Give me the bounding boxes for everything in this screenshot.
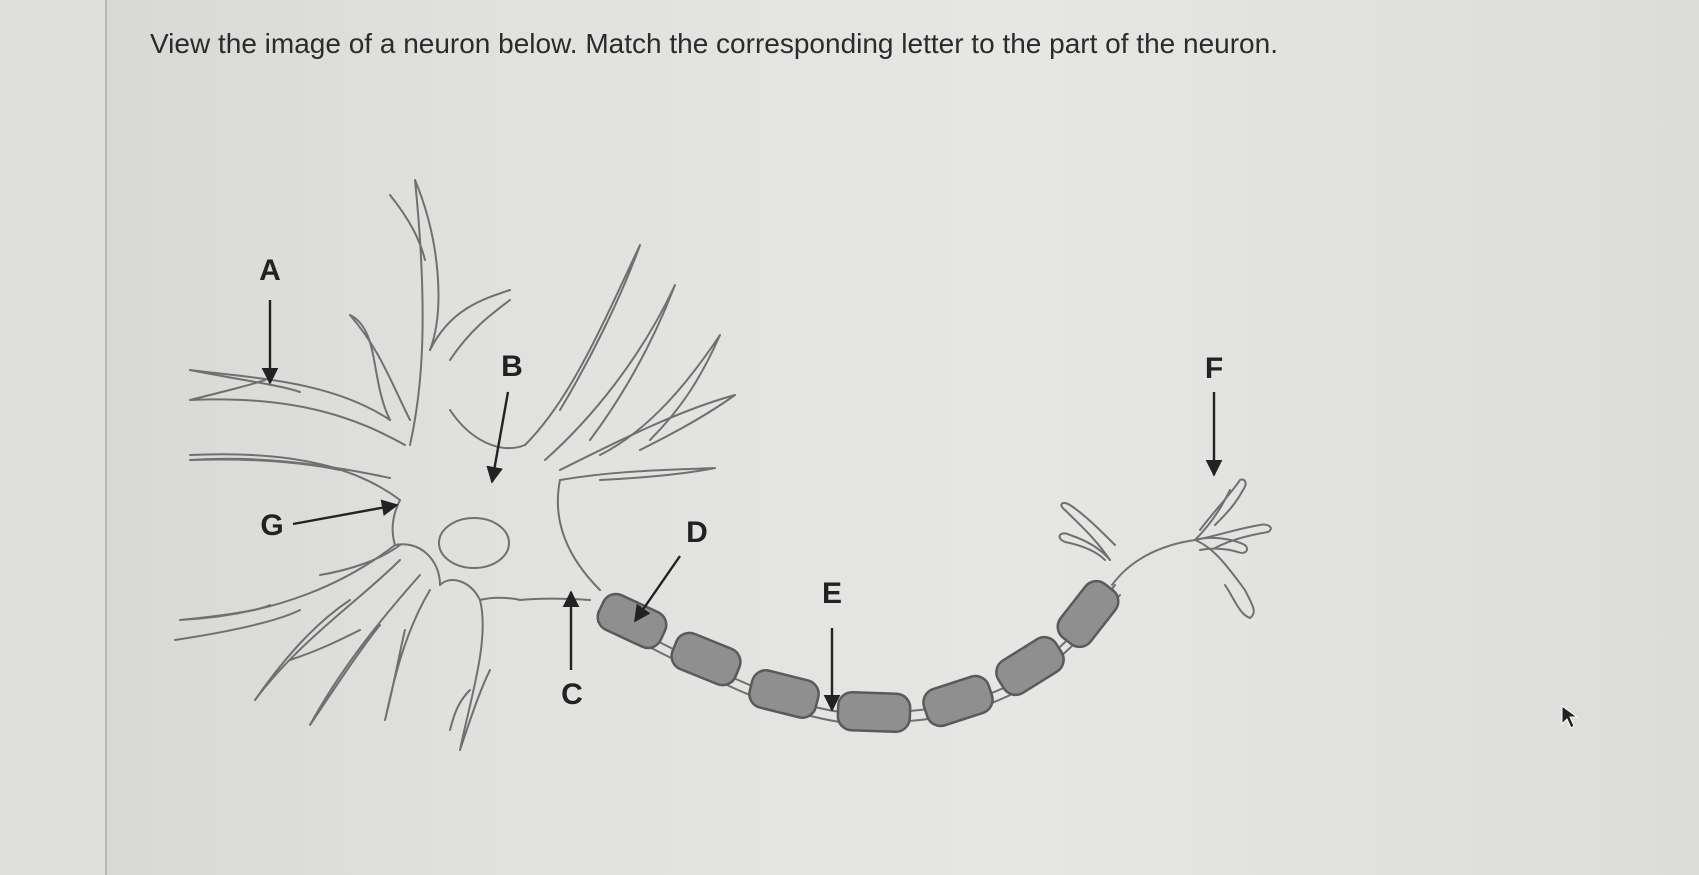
myelin-sheath-7 [1056, 579, 1120, 649]
myelin-sheath-2 [670, 631, 742, 687]
label-d: D [686, 516, 708, 549]
myelin-sheath-1 [596, 592, 668, 650]
arrow-d [634, 555, 681, 623]
arrow-g [292, 499, 399, 526]
myelin-sheath-6 [995, 635, 1065, 697]
left-gutter [0, 0, 107, 875]
label-b: B [501, 350, 523, 383]
label-c: C [561, 678, 583, 711]
question-text: View the image of a neuron below. Match … [150, 28, 1278, 59]
arrow-b [486, 391, 510, 484]
mouse-pointer-icon [1561, 705, 1579, 729]
myelin-sheath-4 [836, 690, 912, 734]
label-e: E [822, 577, 842, 610]
myelin-sheath-3 [748, 669, 820, 719]
axon [596, 579, 1121, 734]
myelin-sheath-5 [922, 674, 994, 728]
neuron-outline [174, 179, 736, 751]
label-g: G [260, 509, 283, 542]
label-f: F [1205, 352, 1223, 385]
nucleus-shape [438, 517, 510, 569]
label-a: A [259, 254, 281, 287]
axon-terminals [1058, 478, 1272, 619]
